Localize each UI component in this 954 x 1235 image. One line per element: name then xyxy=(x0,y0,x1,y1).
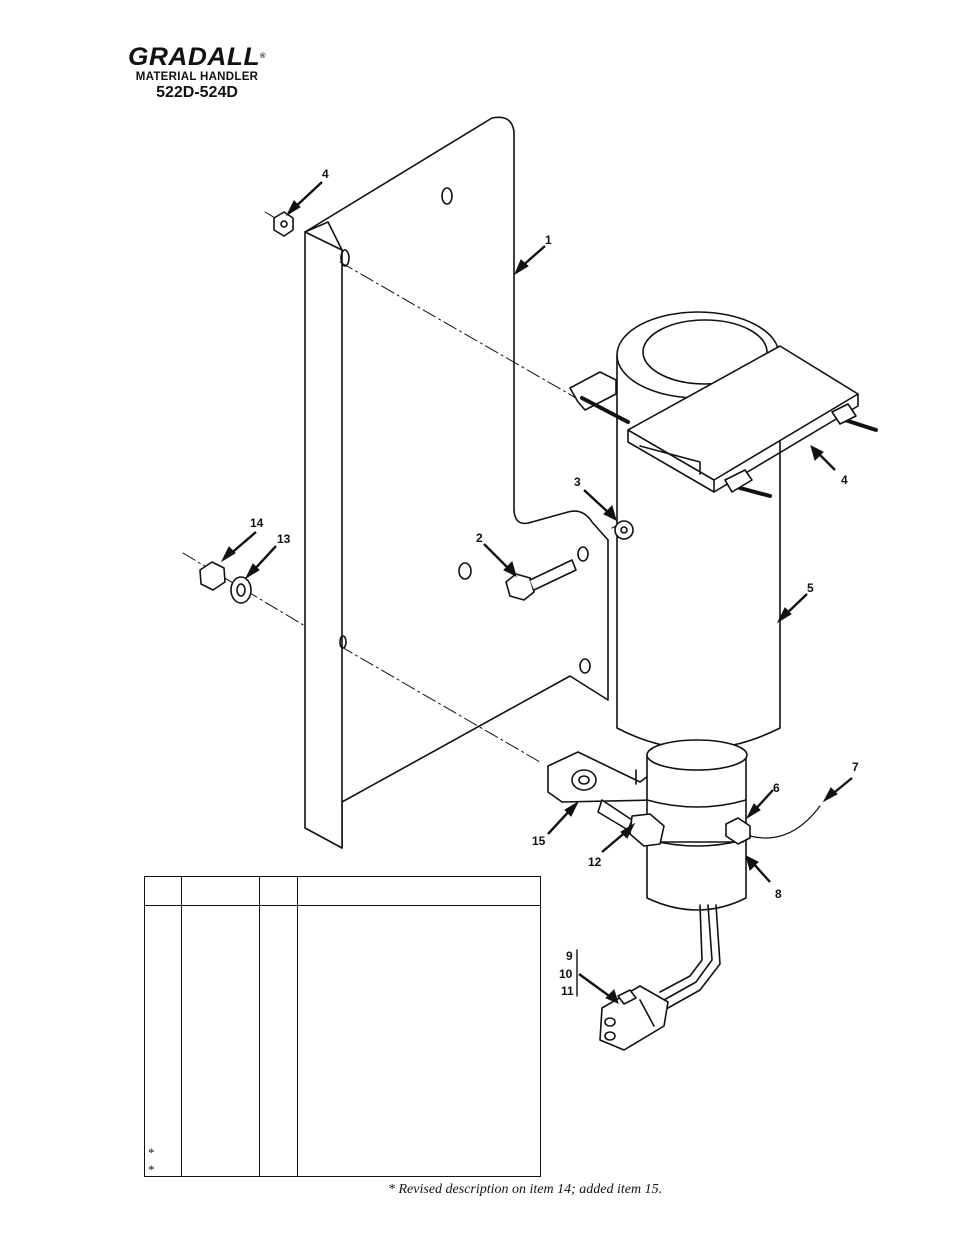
brand-header: GRADALL® MATERIAL HANDLER 522D-524D xyxy=(112,44,282,102)
callout-14: 14 xyxy=(250,516,264,530)
callout-13: 13 xyxy=(277,532,291,546)
callout-3: 3 xyxy=(574,475,581,489)
hex-bolt xyxy=(505,559,577,601)
callout-15: 15 xyxy=(532,834,546,848)
callout-5: 5 xyxy=(807,581,814,595)
filter-base xyxy=(646,739,748,911)
model-number: 522D-524D xyxy=(156,84,238,101)
table-column-divider xyxy=(259,877,260,1176)
callout-6: 6 xyxy=(773,781,780,795)
gradall-logo: GRADALL® xyxy=(128,43,266,71)
callout-8: 8 xyxy=(775,887,782,901)
sensor-fitting xyxy=(725,805,821,845)
revision-mark: * xyxy=(148,1145,155,1160)
wire-harness xyxy=(599,904,721,1051)
table-header-divider xyxy=(145,905,540,906)
lock-nut xyxy=(614,520,634,540)
callout-7: 7 xyxy=(852,760,859,774)
revision-mark: * xyxy=(148,1162,155,1177)
callout-11: 11 xyxy=(561,984,574,998)
callout-2: 2 xyxy=(476,531,483,545)
callout-12: 12 xyxy=(588,855,602,869)
mounting-bracket xyxy=(304,116,609,849)
u-bolt-clamp xyxy=(569,345,878,498)
nut-and-washer xyxy=(199,561,252,604)
table-column-divider xyxy=(297,877,298,1176)
callout-10: 10 xyxy=(559,967,573,981)
table-column-divider xyxy=(181,877,182,1176)
callout-9: 9 xyxy=(566,949,573,963)
parts-table: * * xyxy=(144,876,541,1177)
revision-footnote: * Revised description on item 14; added … xyxy=(388,1182,663,1197)
brand-subtitle: MATERIAL HANDLER xyxy=(135,71,259,83)
callout-4-clamp: 4 xyxy=(841,473,848,487)
callout-4-top: 4 xyxy=(322,167,329,181)
callout-1: 1 xyxy=(545,233,552,247)
top-nut xyxy=(273,211,294,237)
lower-bracket xyxy=(547,751,657,803)
